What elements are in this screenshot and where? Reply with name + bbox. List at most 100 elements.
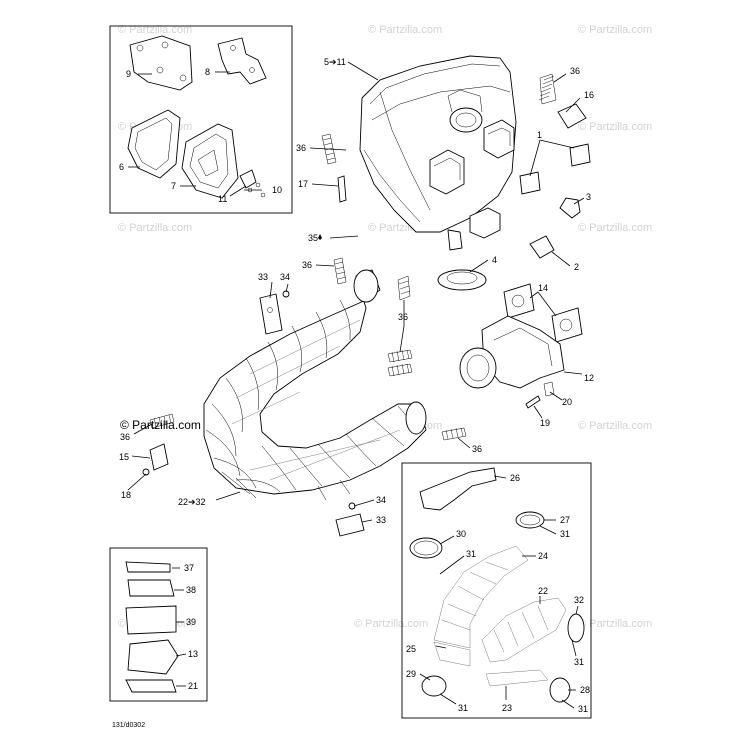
callout-37: 37 [184,563,194,573]
spring-36-lower [441,427,467,441]
clamp-28 [549,677,571,703]
callout-39: 39 [186,617,196,627]
clamp-29 [421,675,447,697]
callout-34: 34 [376,495,386,505]
spring-36-left [149,413,175,429]
spring-36-mid [387,275,413,377]
callout-36: 36 [570,66,580,76]
callout-31: 31 [458,703,468,713]
inset-box-labels [109,547,208,702]
callout-25: 25 [406,644,416,654]
callout-36: 36 [120,432,130,442]
inset-box-tailpipe [401,462,592,719]
callout-33: 33 [258,272,268,282]
bracket-16 [557,103,587,129]
watermark: © Partzilla.com [118,24,192,36]
callout-29: 29 [406,669,416,679]
callout-22-32: 22➔32 [178,497,206,507]
callout-12: 12 [584,373,594,383]
callout-36: 36 [398,312,408,322]
callout-36: 36 [296,143,306,153]
label-38 [127,579,175,597]
bushing-3 [559,197,581,219]
callout-10: 10 [272,185,282,195]
callout-7: 7 [171,181,176,191]
callout-14: 14 [538,283,548,293]
bolt-19 [525,395,541,409]
callout-5-11: 5➔11 [324,57,346,67]
callout-34: 34 [280,272,290,282]
pipe-23 [485,669,549,687]
drop-icon [318,234,322,240]
tuned-pipe-22-32 [203,269,427,501]
spring-36-top [538,73,557,105]
inset-box-gaskets [109,25,293,214]
bracket-33-top [259,293,283,335]
callout-31: 31 [578,704,588,714]
callout-32: 32 [574,595,584,605]
callout-8: 8 [205,67,210,77]
clamp-27 [515,511,545,529]
gasket-7 [181,123,239,199]
callout-36: 36 [472,444,482,454]
label-39 [125,605,177,635]
callout-33: 33 [376,515,386,525]
callout-16: 16 [584,90,594,100]
callout-17: 17 [298,179,308,189]
label-13 [127,639,179,675]
spring-20 [543,381,555,397]
watermark: © Partzilla.com [578,420,652,432]
callout-24: 24 [538,551,548,561]
heat-shield-26 [419,467,497,511]
clip-11 [239,169,257,189]
callout-21: 21 [188,681,198,691]
callout-19: 19 [540,418,550,428]
hook-17 [337,175,347,203]
callout-31: 31 [560,529,570,539]
label-21 [125,679,177,693]
callout-38: 38 [186,585,196,595]
callout-28: 28 [580,685,590,695]
manifold-14 [459,283,583,389]
bracket-33-bottom [335,513,365,537]
callout-6: 6 [119,162,124,172]
callout-31: 31 [574,657,584,667]
leader-lines [127,61,585,709]
callout-20: 20 [562,397,572,407]
grommet-1 [519,143,591,195]
bracket-15 [149,443,169,471]
screw-18 [142,468,150,476]
clamp-32 [567,613,585,643]
callout-35: 35 [308,233,318,243]
callout-11: 11 [218,194,227,204]
watermark: © Partzilla.com [578,121,652,133]
bracket-8 [217,37,267,85]
watermark: © Partzilla.com [354,618,428,630]
callout-4: 4 [492,255,497,265]
pipe-24 [433,545,529,649]
damper-2 [529,235,555,259]
plate-9 [129,35,193,91]
callout-13: 13 [188,649,198,659]
callout-30: 30 [456,529,466,539]
watermark: © Partzilla.com [578,24,652,36]
callout-26: 26 [510,473,520,483]
callout-31: 31 [466,549,476,559]
spring-36-pipe [333,257,347,285]
callout-1: 1 [537,130,542,140]
clamp-30 [409,537,443,559]
callout-22: 22 [538,586,548,596]
callout-3: 3 [586,192,591,202]
watermark: © Partzilla.com [578,618,652,630]
watermark: © Partzilla.com [118,222,192,234]
watermark: © Partzilla.com [368,24,442,36]
muffler-5-11 [359,55,517,251]
callout-18: 18 [121,490,131,500]
drawing-number: 131/d0302 [112,722,145,729]
callout-2: 2 [574,262,579,272]
callout-9: 9 [126,69,131,79]
label-37 [125,561,171,573]
callout-23: 23 [502,703,512,713]
